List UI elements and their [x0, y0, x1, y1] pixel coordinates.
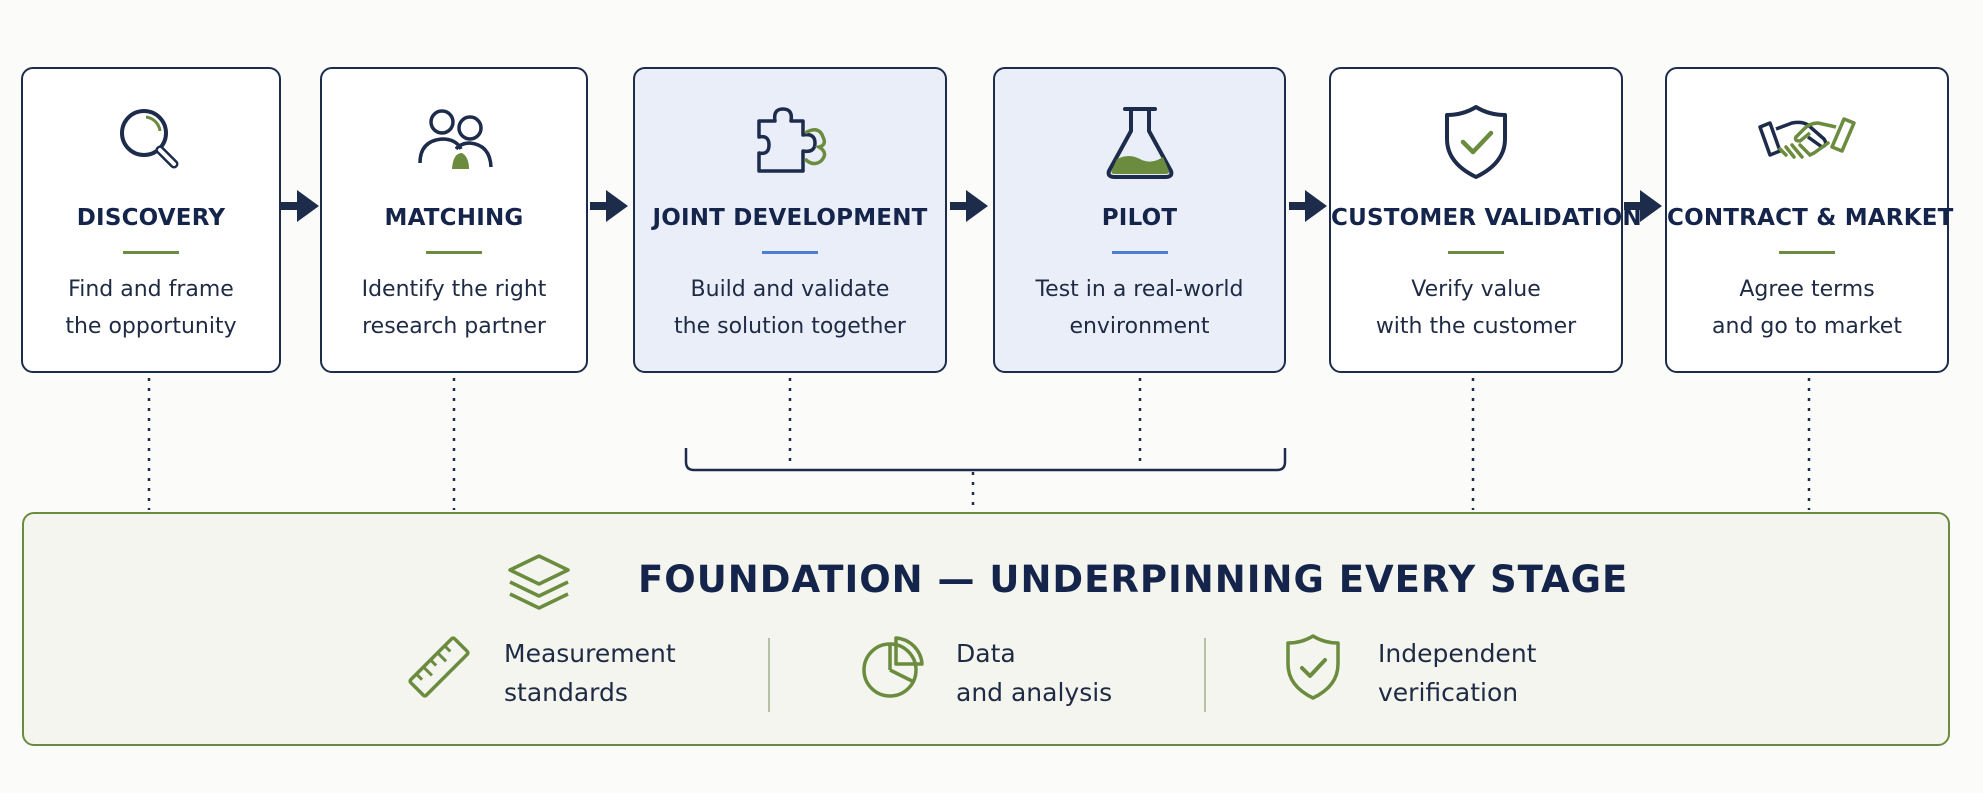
foundation-title: FOUNDATION — UNDERPINNING EVERY STAGE	[638, 558, 1629, 601]
divider	[1204, 638, 1206, 712]
stage-title: CONTRACT & MARKET	[1667, 205, 1954, 231]
foundation-panel: FOUNDATION — UNDERPINNING EVERY STAGE Me…	[22, 512, 1950, 746]
handshake-icon	[1758, 117, 1856, 159]
shield-check-icon	[1286, 634, 1340, 700]
title-underline	[426, 251, 482, 254]
layers-icon	[508, 554, 570, 610]
title-underline	[762, 251, 818, 254]
pie-chart-icon	[862, 636, 924, 698]
group-bracket	[684, 448, 1287, 472]
arrow-right-icon	[590, 190, 628, 222]
shield-check-icon	[1445, 105, 1507, 179]
stage-title: PILOT	[1101, 205, 1178, 231]
puzzle-icon	[757, 107, 827, 173]
stage-title: MATCHING	[384, 205, 524, 231]
stage-title: JOINT DEVELOPMENT	[652, 205, 928, 231]
divider	[768, 638, 770, 712]
ruler-icon	[408, 636, 470, 698]
title-underline	[1779, 251, 1835, 254]
flask-icon	[1106, 107, 1173, 179]
title-underline	[123, 251, 179, 254]
stage-title: CUSTOMER VALIDATION	[1331, 205, 1642, 231]
title-underline	[1111, 251, 1168, 254]
magnifier-icon	[120, 109, 179, 169]
title-underline	[1448, 251, 1504, 254]
stage-title: DISCOVERY	[76, 205, 226, 231]
arrow-right-icon	[1289, 190, 1327, 222]
arrow-right-icon	[281, 190, 319, 222]
arrow-right-icon	[950, 190, 988, 222]
people-icon	[418, 109, 493, 169]
arrow-right-icon	[1624, 190, 1662, 222]
